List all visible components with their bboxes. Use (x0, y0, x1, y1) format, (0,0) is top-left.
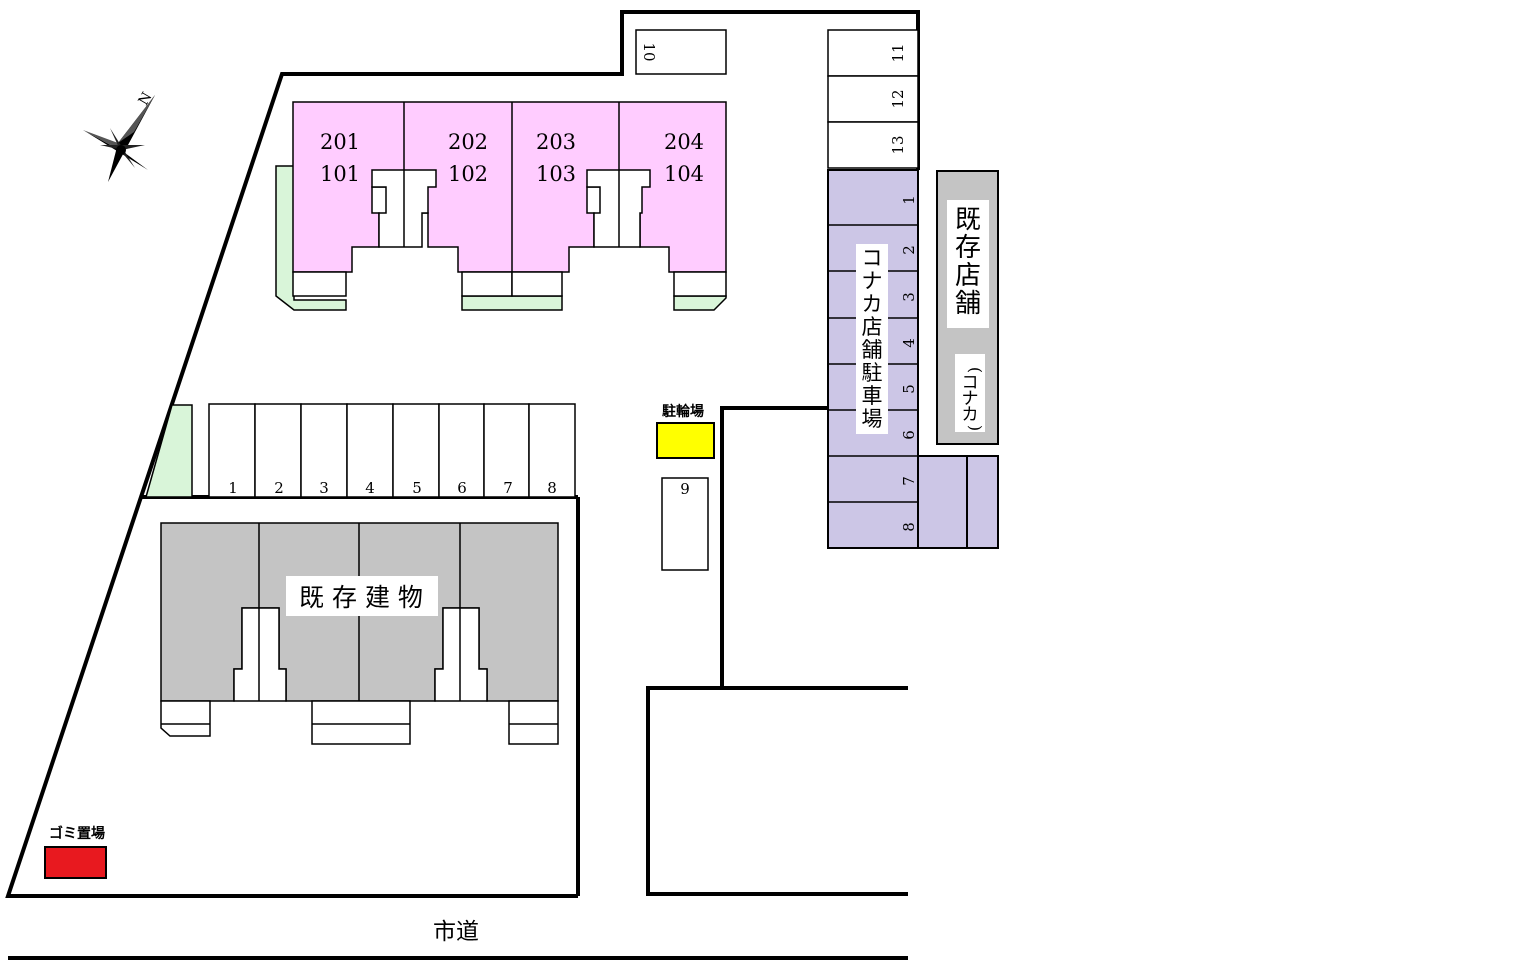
svg-text:(: ( (966, 367, 985, 373)
bicycle-parking-label: 駐輪場 (662, 403, 704, 420)
parking-slot-13: 13 (889, 135, 907, 154)
parking-slot-8: 8 (547, 479, 557, 497)
parking-slot-11: 11 (889, 43, 907, 62)
svg-text:コ: コ (962, 373, 979, 393)
room-201: 201 (320, 130, 360, 154)
svg-text:既: 既 (955, 205, 981, 235)
room-101: 101 (320, 162, 360, 186)
svg-text:コ: コ (862, 246, 883, 270)
konaka-parking-label-bg (856, 244, 888, 434)
green-patch (145, 404, 193, 498)
apartment-body (292, 101, 727, 273)
green-strip-middle (461, 295, 563, 311)
svg-text:場: 場 (862, 407, 883, 431)
balcony-101 (292, 271, 347, 297)
bicycle-parking (656, 422, 715, 459)
svg-text:): ) (966, 425, 985, 431)
konaka-parking: 1 2 3 4 5 6 7 8 コ ナ カ 店 舗 駐 車 場 (827, 169, 999, 549)
svg-text:舗: 舗 (955, 289, 981, 319)
compass-icon (83, 95, 155, 182)
svg-text:駐: 駐 (862, 361, 883, 385)
existing-building-label-bg (286, 576, 438, 616)
driveway-edge (720, 406, 829, 688)
konaka-tag: ( コ ナ カ ) (962, 367, 986, 431)
parking-slot-1: 1 (228, 479, 238, 497)
konaka-tag-bg (955, 354, 985, 432)
room-204: 204 (664, 130, 704, 154)
svg-text:店: 店 (862, 315, 883, 339)
room-102: 102 (448, 162, 488, 186)
konaka-slot-2: 2 (900, 245, 918, 255)
balcony-103 (511, 271, 563, 297)
garbage-area (44, 846, 107, 879)
konaka-slot-5: 5 (900, 384, 918, 394)
room-202: 202 (448, 130, 488, 154)
stairs-right (586, 169, 651, 248)
existing-store-label-bg (947, 200, 989, 328)
svg-text:カ: カ (962, 405, 979, 425)
konaka-parking-label: コ ナ カ 店 舗 駐 車 場 (862, 246, 883, 431)
parking-slot-9 (661, 477, 709, 571)
parking-slot-7: 7 (503, 479, 513, 497)
konaka-slot-3: 3 (900, 292, 918, 302)
city-road-label: 市道 (433, 919, 479, 945)
parking-slot-5: 5 (412, 479, 422, 497)
neighbor-lot-boundary (646, 686, 908, 896)
svg-text:ナ: ナ (862, 269, 883, 293)
konaka-slot-1: 1 (900, 195, 918, 205)
apartment-building: 201 202 203 204 101 102 103 104 (275, 101, 727, 311)
green-strip-right (673, 295, 727, 311)
existing-building: 既 存 建 物 (160, 522, 559, 745)
konaka-slot-6: 6 (900, 430, 918, 440)
parking-slot-3: 3 (319, 479, 329, 497)
room-103: 103 (536, 162, 576, 186)
konaka-slot-8: 8 (900, 522, 918, 532)
parking-slot-9-label: 9 (680, 480, 690, 498)
konaka-slot-7: 7 (900, 476, 918, 486)
room-104: 104 (664, 162, 704, 186)
balcony-102 (461, 271, 513, 297)
svg-text:ナ: ナ (962, 389, 979, 409)
existing-store-label: 既 存 店 舗 (955, 205, 981, 319)
north-label: N (136, 90, 156, 109)
svg-text:存: 存 (955, 233, 981, 263)
svg-text:カ: カ (862, 292, 883, 316)
existing-building-label: 既 存 建 物 (299, 583, 423, 612)
parking-slot-10 (635, 29, 727, 75)
parking-bottom: 1 2 3 4 5 6 7 8 (208, 403, 576, 498)
parking-slot-10-label: 10 (640, 42, 658, 61)
parking-slot-6: 6 (457, 479, 467, 497)
parking-top-right: 11 12 13 (827, 29, 919, 169)
existing-store: 既 存 店 舗 ( コ ナ カ ) (936, 170, 999, 445)
parking-slot-4: 4 (365, 479, 375, 497)
svg-text:車: 車 (862, 384, 883, 408)
site-boundary (5, 10, 920, 898)
svg-text:店: 店 (955, 261, 981, 291)
stairs-left (371, 169, 437, 248)
room-203: 203 (536, 130, 576, 154)
parking-slot-12: 12 (889, 89, 907, 108)
balcony-104 (673, 271, 727, 297)
konaka-slot-4: 4 (900, 338, 918, 348)
parking-slot-2: 2 (274, 479, 284, 497)
garbage-label: ゴミ置場 (49, 825, 105, 842)
svg-text:舗: 舗 (862, 338, 883, 362)
